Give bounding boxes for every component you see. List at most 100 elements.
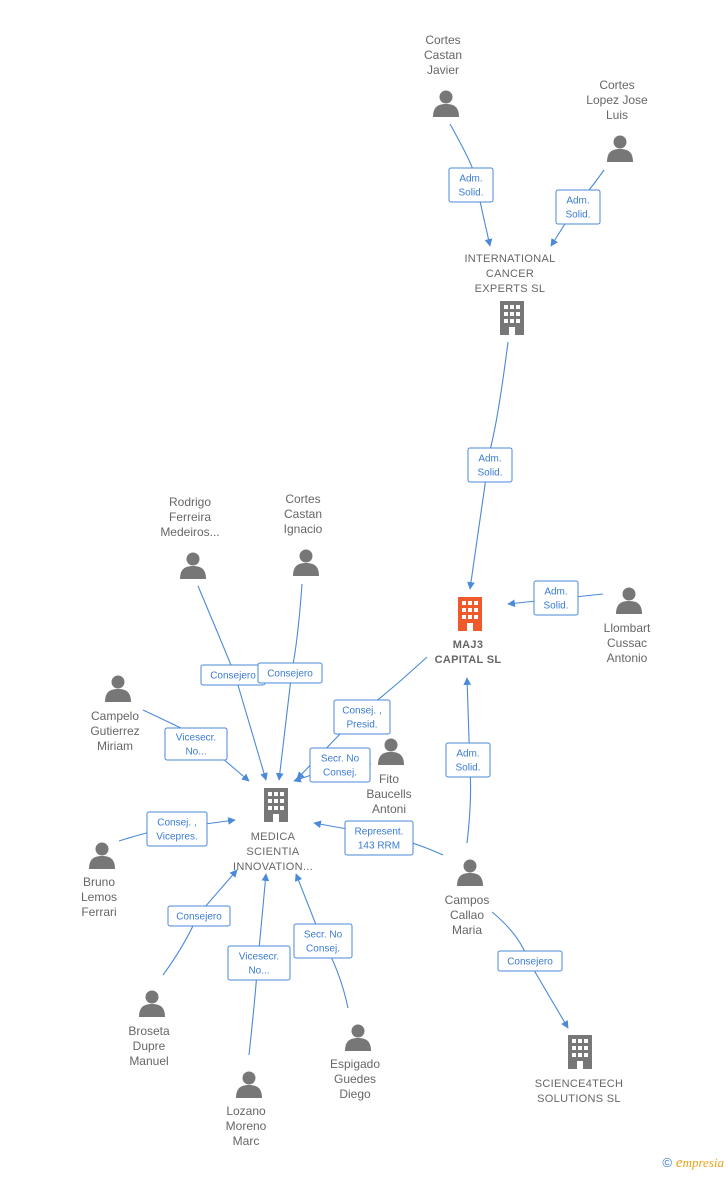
person-icon[interactable] [616, 587, 642, 615]
node-label: CAPITAL SL [435, 654, 502, 666]
edge-label: Presid. [346, 720, 377, 731]
building-icon[interactable] [458, 597, 482, 631]
edge-label: Adm. [459, 174, 482, 185]
edge-label-box[interactable] [555, 189, 601, 225]
node-label: Baucells [366, 787, 411, 801]
person-icon[interactable] [345, 1024, 371, 1052]
node-label: Manuel [129, 1054, 168, 1068]
edge-label-box[interactable] [164, 727, 228, 761]
node-label: Llombart [604, 621, 651, 635]
edge-label: Secr. No [321, 754, 360, 765]
edge-label: 143 RRM [358, 841, 400, 852]
edge-label-box[interactable] [344, 820, 414, 856]
edge-label: Consejero [267, 669, 313, 680]
edge-label: Solid. [565, 210, 590, 221]
edge-label: Vicepres. [156, 832, 198, 843]
node-label: Espigado [330, 1057, 380, 1071]
edge-label: Consejero [507, 957, 553, 968]
node-label: Lozano [226, 1104, 266, 1118]
person-icon[interactable] [139, 990, 165, 1018]
building-icon[interactable] [264, 788, 288, 822]
edge-label: Solid. [543, 601, 568, 612]
edge-label-box[interactable] [227, 945, 291, 981]
edge-e1: Adm. Solid. [448, 123, 494, 247]
edge-label-box[interactable] [167, 905, 231, 927]
node-label: SOLUTIONS SL [537, 1093, 621, 1105]
node-label: Campelo [91, 709, 139, 723]
node-label: Ignacio [284, 522, 323, 536]
edge-label-box[interactable] [257, 662, 323, 684]
node-label: Cortes [425, 33, 460, 47]
edge-label-box[interactable] [146, 811, 208, 847]
person-icon[interactable] [457, 859, 483, 887]
company-node-science4tech[interactable]: SCIENCE4TECH SOLUTIONS SL [535, 1035, 624, 1105]
person-icon[interactable] [236, 1071, 262, 1099]
node-label: Gutierrez [90, 724, 139, 738]
node-label: Antoni [372, 802, 406, 816]
person-icon[interactable] [433, 90, 459, 118]
edge-label-box[interactable] [533, 580, 579, 616]
company-node-medica[interactable]: MEDICASCIENTIAINNOVATION... [233, 788, 313, 873]
edge-label-box[interactable] [333, 699, 391, 735]
person-icon[interactable] [378, 738, 404, 766]
edge-e2: Adm.Solid. [550, 169, 605, 247]
edge-label: Consej. , [342, 706, 381, 717]
person-icon[interactable] [89, 842, 115, 870]
edge-label: Consej. [323, 768, 357, 779]
node-label: INNOVATION... [233, 861, 313, 873]
node-label: Broseta [128, 1024, 170, 1038]
person-icon[interactable] [607, 135, 633, 163]
node-label: Cortes [285, 492, 320, 506]
edge-label-box[interactable] [445, 742, 491, 778]
edge-label-box[interactable] [467, 447, 513, 483]
edge-e12: Represent.143 RRM [313, 820, 444, 856]
edge-label-box[interactable] [293, 923, 353, 959]
node-label: Marc [233, 1134, 260, 1148]
edge-label: Consejero [210, 671, 256, 682]
person-icon[interactable] [293, 549, 319, 577]
node-label: Ferreira [169, 510, 211, 524]
edge-label: Solid. [455, 763, 480, 774]
node-label: CANCER [486, 268, 534, 280]
edge-label-box[interactable] [448, 167, 494, 203]
node-label: EXPERTS SL [475, 283, 546, 295]
node-label: SCIENCE4TECH [535, 1078, 624, 1090]
person-icon[interactable] [180, 552, 206, 580]
edge-label: Consej. , [157, 818, 196, 829]
node-label: SCIENTIA [246, 846, 299, 858]
node-label: Castan [284, 507, 322, 521]
edge-label: Solid. [458, 188, 483, 199]
edge-label-box[interactable] [309, 747, 371, 783]
edge-label: No... [185, 747, 206, 758]
edge-e6: Consejero [257, 583, 323, 781]
edge-e3: Adm.Solid. [467, 341, 513, 590]
edge-label: Secr. No [304, 930, 343, 941]
node-label: Dupre [133, 1039, 166, 1053]
edge-label: Consej. [306, 944, 340, 955]
edge-e14: Vicesecr.No... [227, 873, 291, 1056]
node-label: Lopez Jose [586, 93, 648, 107]
building-icon[interactable] [500, 301, 524, 335]
edge-e9: Secr. No Consej. [293, 747, 372, 783]
person-icon[interactable] [105, 675, 131, 703]
edge-label: Adm. [544, 587, 567, 598]
building-icon[interactable] [568, 1035, 592, 1069]
edge-e11: Consej. , Vicepres. [118, 811, 236, 847]
person-node-rodrigo[interactable]: RodrigoFerreiraMedeiros... [160, 495, 220, 580]
logo-initial: e [675, 1155, 683, 1171]
edge-label-box[interactable] [497, 950, 563, 972]
